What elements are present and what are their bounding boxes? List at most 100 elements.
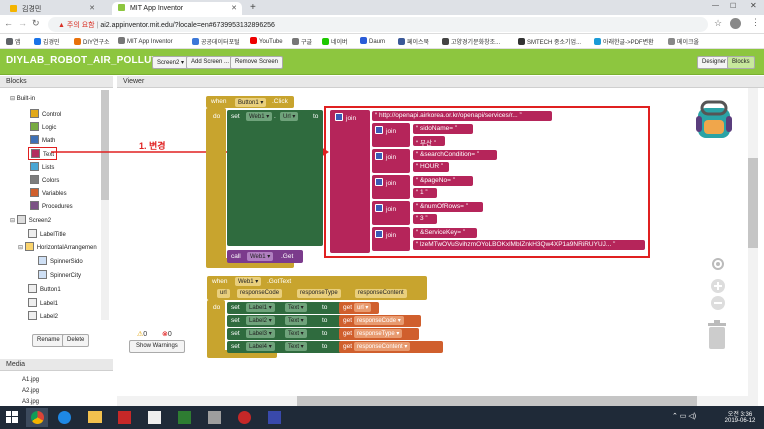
close-icon[interactable]: ✕: [231, 5, 237, 12]
browser-tab-active[interactable]: MIT App Inventor ✕: [112, 2, 242, 15]
gear-icon[interactable]: [375, 126, 383, 134]
drawer-math[interactable]: Math: [30, 135, 55, 144]
bookmark-item[interactable]: 고양경기문화창조...: [442, 37, 500, 46]
bookmark-item[interactable]: 메이크올: [668, 37, 699, 46]
scrollbar-thumb[interactable]: [297, 396, 697, 406]
media-file[interactable]: A1.jpg: [22, 377, 40, 383]
screen-node[interactable]: ⊟ Screen2: [10, 215, 51, 224]
center-icon[interactable]: [710, 256, 726, 272]
designer-button[interactable]: Designer: [697, 56, 732, 69]
gear-icon[interactable]: [375, 204, 383, 212]
zoom-in-icon[interactable]: [710, 278, 726, 294]
media-file[interactable]: A2.jpg: [22, 388, 40, 394]
text-block-url[interactable]: “ http://openapi.airkorea.or.kr/openapi/…: [372, 111, 552, 121]
collapse-icon[interactable]: ⊟: [10, 218, 16, 224]
drawer-text[interactable]: Text: [28, 147, 58, 160]
gear-icon[interactable]: [375, 152, 383, 160]
text-block[interactable]: “ 부산 ”: [413, 136, 445, 146]
component-item[interactable]: LabelTitle: [28, 229, 66, 238]
menu-icon[interactable]: ⋮: [751, 17, 760, 27]
app-taskbar-icon[interactable]: [268, 411, 281, 424]
bookmark-item[interactable]: 앱: [6, 37, 21, 46]
text-block[interactable]: “ HOUR ”: [413, 162, 449, 172]
text-block[interactable]: “ sidoName= ”: [413, 124, 473, 134]
bookmark-item[interactable]: Daum: [360, 37, 385, 45]
close-window-icon[interactable]: ✕: [750, 1, 757, 10]
property-dropdown[interactable]: Url ▾: [280, 112, 299, 121]
add-screen-button[interactable]: Add Screen ...: [186, 56, 235, 69]
component-dropdown[interactable]: Label4 ▾: [246, 342, 275, 351]
component-dropdown[interactable]: Web1 ▾: [246, 112, 273, 121]
star-icon[interactable]: ☆: [714, 18, 723, 28]
builtin-node[interactable]: ⊟ Built-in: [10, 96, 36, 102]
param-response-type[interactable]: responseType: [297, 289, 341, 298]
collapse-icon[interactable]: ⊟: [18, 245, 24, 251]
variable-dropdown[interactable]: url ▾: [354, 303, 372, 312]
bookmark-item[interactable]: 김경민: [34, 37, 60, 46]
backpack-icon[interactable]: [692, 98, 736, 142]
property-dropdown[interactable]: Text ▾: [285, 316, 307, 325]
variable-dropdown[interactable]: responseType ▾: [354, 329, 403, 338]
bookmark-item[interactable]: 공공데이터포털: [192, 37, 240, 46]
bookmark-item[interactable]: SMTECH 중소기업...: [518, 37, 581, 46]
drawer-colors[interactable]: Colors: [30, 175, 59, 184]
component-dropdown[interactable]: Label3 ▾: [246, 329, 275, 338]
screen-select[interactable]: Screen2 ▾: [152, 56, 190, 69]
component-dropdown[interactable]: Web1 ▾: [247, 252, 274, 261]
collapse-icon[interactable]: ⊟: [10, 96, 16, 102]
component-item[interactable]: SpinnerCity: [38, 270, 81, 279]
drawer-lists[interactable]: Lists: [30, 162, 54, 171]
text-block[interactable]: “ &searchCondition= ”: [413, 150, 497, 160]
avatar[interactable]: [730, 18, 741, 29]
windows-start-icon[interactable]: [6, 411, 18, 423]
remove-screen-button[interactable]: Remove Screen: [230, 56, 284, 69]
browser-tab[interactable]: 김경민 ✕: [4, 2, 100, 15]
bookmark-item[interactable]: MIT App Inventor: [118, 37, 173, 45]
blocks-workspace[interactable]: 1. 변경 when Button1 ▾ .Click do set Web1 …: [51, 88, 762, 406]
component-item[interactable]: ⊟ HorizontalArrangemen: [18, 242, 97, 251]
app-taskbar-icon[interactable]: [208, 411, 221, 424]
text-block[interactable]: “ &ServiceKey= ”: [413, 228, 477, 238]
bookmark-item[interactable]: YouTube: [250, 37, 283, 45]
minimize-icon[interactable]: —: [712, 2, 719, 9]
param-response-content[interactable]: responseContent: [355, 289, 407, 298]
horizontal-scrollbar[interactable]: [117, 396, 748, 406]
trash-icon[interactable]: [706, 320, 728, 350]
app-taskbar-icon[interactable]: [118, 411, 131, 424]
join-block[interactable]: [330, 110, 370, 253]
forward-icon[interactable]: →: [18, 18, 27, 28]
vertical-scrollbar[interactable]: [748, 88, 758, 406]
gear-icon[interactable]: [375, 178, 383, 186]
scrollbar-thumb[interactable]: [748, 158, 758, 248]
component-dropdown[interactable]: Label2 ▾: [246, 316, 275, 325]
component-item[interactable]: Button1: [28, 284, 61, 293]
component-dropdown[interactable]: Button1 ▾: [235, 98, 267, 107]
bookmark-item[interactable]: 아래한글->PDF변환: [594, 37, 654, 46]
variable-dropdown[interactable]: responseContent ▾: [354, 342, 411, 351]
component-dropdown[interactable]: Label1 ▾: [246, 303, 275, 312]
drawer-control[interactable]: Control: [30, 109, 61, 118]
gear-icon[interactable]: [335, 113, 343, 121]
text-block[interactable]: “ 3 ”: [413, 214, 437, 224]
omnibox[interactable]: ▲ 주의 요함 | ai2.appinventor.mit.edu/?local…: [48, 17, 708, 32]
chrome-taskbar-icon[interactable]: [26, 408, 48, 427]
drawer-variables[interactable]: Variables: [30, 188, 67, 197]
explorer-taskbar-icon[interactable]: [88, 411, 102, 423]
param-response-code[interactable]: responseCode: [237, 289, 283, 298]
rename-button[interactable]: Rename: [32, 334, 65, 347]
property-dropdown[interactable]: Text ▾: [285, 303, 307, 312]
component-item[interactable]: SpinnerSido: [38, 256, 83, 265]
text-block-service-key[interactable]: “ lzeMTwOVuSvihzmOYoLBOKxlMbIZnkH3Qw4XP1…: [413, 240, 645, 250]
scrollbar[interactable]: [101, 90, 109, 320]
component-item[interactable]: Label1: [28, 298, 58, 307]
blocks-button[interactable]: Blocks: [727, 56, 755, 69]
reload-icon[interactable]: ↻: [32, 18, 40, 28]
variable-dropdown[interactable]: responseCode ▾: [354, 316, 404, 325]
bookmark-item[interactable]: 네이버: [322, 37, 348, 46]
back-icon[interactable]: ←: [4, 18, 13, 28]
bookmark-item[interactable]: 페이스북: [398, 37, 429, 46]
component-dropdown[interactable]: Web1 ▾: [235, 277, 262, 286]
drawer-procedures[interactable]: Procedures: [30, 201, 73, 210]
app-taskbar-icon[interactable]: [238, 411, 251, 424]
